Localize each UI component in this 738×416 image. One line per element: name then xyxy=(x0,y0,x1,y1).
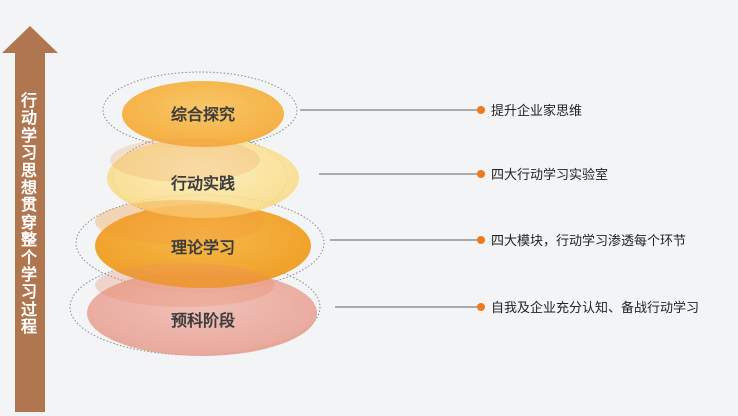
overlap-accent-2 xyxy=(95,200,265,244)
progress-arrow xyxy=(2,26,58,412)
layer-description-0: 提升企业家思维 xyxy=(491,103,582,119)
layer-label-2: 理论学习 xyxy=(171,238,235,257)
outer-ring-0 xyxy=(102,71,298,149)
layer-description-1: 四大行动学习实验室 xyxy=(491,167,608,183)
arrow-label: 行动学习思想贯穿整个学习过程 xyxy=(20,91,37,337)
layer-label-3: 预科阶段 xyxy=(171,311,236,330)
bullet-3 xyxy=(477,303,485,311)
overlap-accent-3 xyxy=(95,263,275,307)
layer-disc-2 xyxy=(95,204,311,288)
layer-disc-0 xyxy=(122,81,284,147)
bullet-0 xyxy=(477,106,485,114)
layer-label-0: 综合探究 xyxy=(171,105,235,124)
bullet-1 xyxy=(477,170,485,178)
bullet-2 xyxy=(477,236,485,244)
layer-description-2: 四大模块，行动学习渗透每个环节 xyxy=(491,233,686,249)
layer-disc-1 xyxy=(107,138,299,218)
overlap-accent-1 xyxy=(110,138,260,182)
outer-ring-2 xyxy=(75,194,325,292)
layer-description-3: 自我及企业充分认知、备战行动学习 xyxy=(491,300,699,316)
layer-label-1: 行动实践 xyxy=(170,174,235,193)
layer-disc-3 xyxy=(87,270,317,356)
